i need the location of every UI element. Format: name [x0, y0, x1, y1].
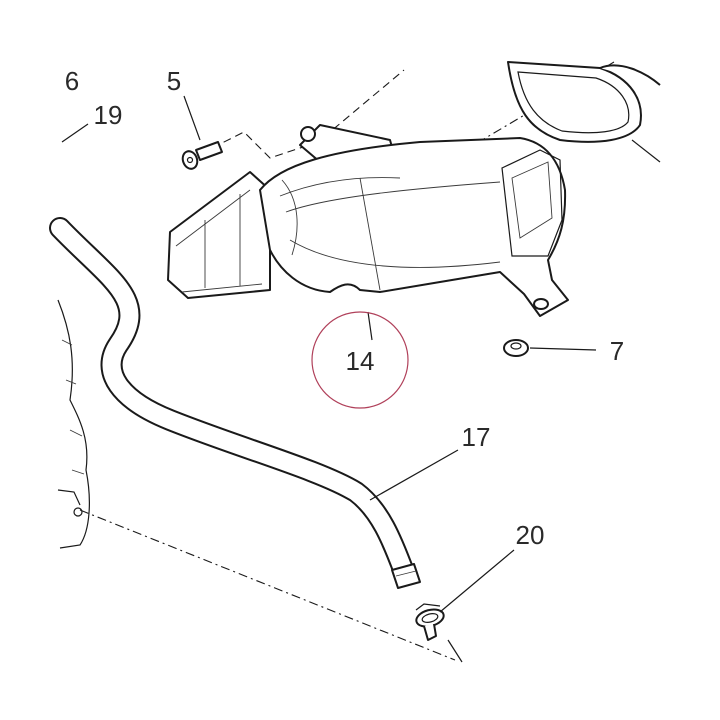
engine-block-outline — [57, 299, 90, 549]
bolt — [181, 141, 223, 170]
callout-6: 6 — [65, 66, 79, 96]
leader-14 — [367, 311, 373, 341]
hose-clamp — [415, 603, 445, 641]
gasket-seal — [507, 61, 661, 163]
leader-5 — [183, 95, 201, 141]
breather-hose — [49, 217, 421, 589]
grommet-washer — [503, 339, 529, 357]
assembly-centerline-lower — [79, 509, 456, 661]
callout-5: 5 — [167, 66, 181, 96]
leader-19 — [61, 123, 89, 143]
callout-17: 17 — [462, 422, 491, 452]
callout-20: 20 — [516, 520, 545, 550]
callout-7: 7 — [610, 336, 624, 366]
callout-19: 19 — [94, 100, 123, 130]
highlight-circle — [311, 311, 409, 409]
bolt-alignment-line — [211, 69, 405, 159]
callout-14: 14 — [346, 346, 375, 376]
leader-20 — [439, 549, 515, 613]
leader-7 — [529, 347, 597, 351]
hose-end-fitting — [391, 563, 421, 589]
leader-17 — [369, 449, 459, 501]
breather-housing — [167, 124, 569, 317]
clamp-axis-tail — [447, 639, 463, 663]
